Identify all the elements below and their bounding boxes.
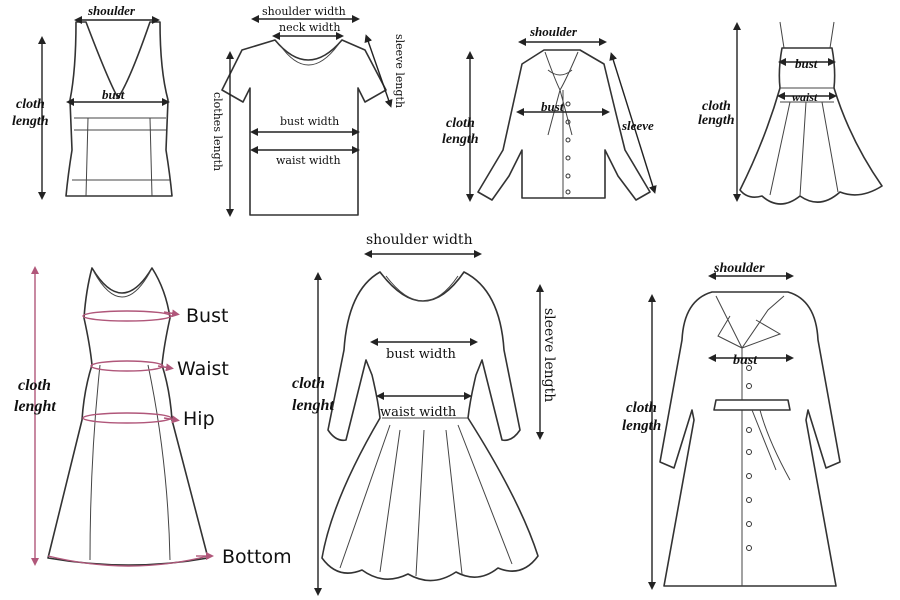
blouse-buttons [565,101,571,195]
maxi-bottom-label: Bottom [222,546,292,568]
long-sleeve-dress-figure: shoulder width bust width waist width sl… [292,232,557,596]
maxi-bust-label: Bust [186,305,228,327]
blouse-bust-label: bust [541,99,564,114]
blouse-shoulder-label: shoulder [529,24,578,39]
long-dress-bust-width-label: bust width [386,347,457,362]
blouse-figure: shoulder bust sleeve cloth length [442,24,657,202]
strap-dress-length-label: length [698,113,735,128]
long-sleeve-dress-outline [321,271,539,582]
coat-figure: shoulder bust cloth length [622,261,841,590]
blouse-cloth-label: cloth [446,116,475,131]
tank-top-outline [65,21,173,197]
long-dress-lenght-label: lenght [292,397,334,414]
tshirt-shoulder-width-label: shoulder width [262,5,346,18]
tshirt-sleeve-length-label: sleeve length [393,34,406,108]
strap-dress-figure: bust waist cloth length [698,21,883,205]
tank-cloth-label: cloth [16,97,45,112]
maxi-lenght-label: lenght [14,398,56,415]
coat-length-label: length [622,418,661,434]
tshirt-outline [221,39,387,216]
tank-shoulder-label: shoulder [87,3,136,18]
maxi-cloth-label: cloth [18,377,51,394]
tank-length-label: length [12,114,49,129]
blouse-sleeve-label: sleeve [621,118,654,133]
long-dress-waist-width-label: waist width [380,405,457,420]
long-dress-sleeve-length-label: sleeve length [541,308,557,402]
strap-dress-cloth-label: cloth [702,99,731,114]
tshirt-clothes-length-label: clothes length [211,92,224,171]
strap-dress-waist-label: waist [792,90,818,104]
coat-cloth-label: cloth [626,400,657,416]
long-dress-cloth-label: cloth [292,375,325,392]
maxi-dress-figure: Bust Waist Hip Bottom cloth lenght [14,266,292,568]
tank-bust-label: bust [102,87,125,102]
maxi-hip-label: Hip [183,408,215,430]
coat-shoulder-label: shoulder [713,261,765,276]
blouse-length-label: length [442,132,479,147]
coat-buttons [746,365,752,551]
tshirt-waist-width-label: waist width [276,154,341,167]
tank-top-figure: shoulder bust cloth length [12,3,173,200]
strap-dress-bust-label: bust [795,56,818,71]
maxi-waist-label: Waist [177,358,229,380]
strap-dress-outline [739,47,883,205]
maxi-dress-outline [47,267,209,566]
long-dress-shoulder-width-label: shoulder width [366,232,473,248]
coat-bust-label: bust [733,353,758,368]
tshirt-neck-width-label: neck width [279,21,340,34]
coat-outline [659,291,841,587]
tshirt-bust-width-label: bust width [280,115,339,128]
tshirt-figure: shoulder width neck width sleeve length … [211,5,406,217]
